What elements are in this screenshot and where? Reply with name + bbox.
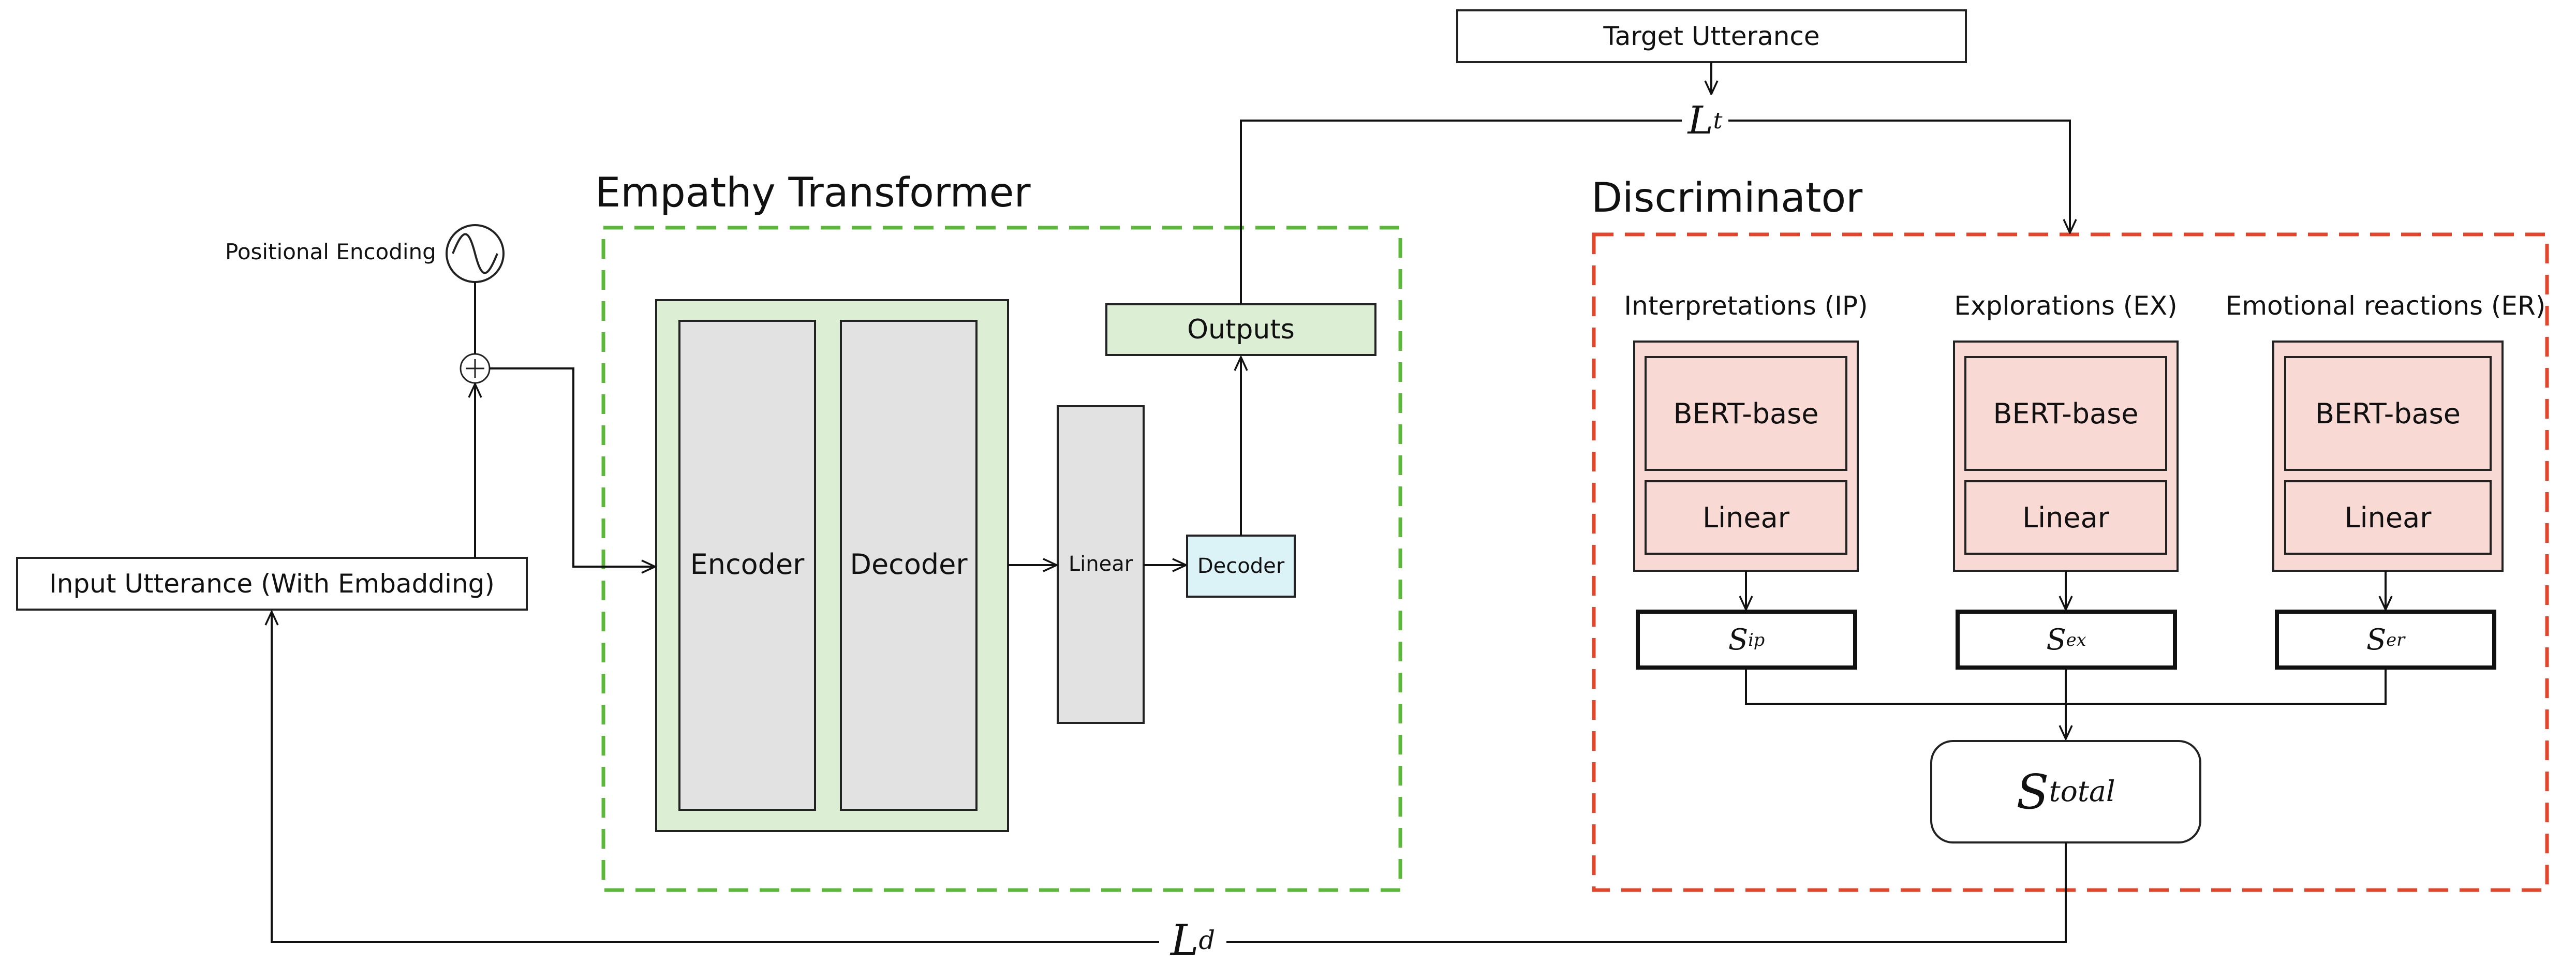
ex-branch-title: Explorations (EX) <box>1954 291 2178 321</box>
discriminator-title: Discriminator <box>1591 175 1863 221</box>
ip-branch-title: Interpretations (IP) <box>1624 291 1868 321</box>
input-utterance-label: Input Utterance (With Embadding) <box>17 558 527 610</box>
encoder-label: Encoder <box>690 547 805 581</box>
decoder-label: Decoder <box>850 547 968 581</box>
discriminator-frame <box>1592 232 2549 892</box>
decoder-block <box>840 320 978 811</box>
linear-block <box>1057 405 1145 724</box>
s-ex-symbol: S <box>2046 623 2066 657</box>
outputs-block <box>1105 303 1376 356</box>
s-ex-subscript: ex <box>2066 629 2086 650</box>
er-branch-title: Emotional reactions (ER) <box>2225 291 2546 321</box>
ex-bert-block <box>1964 356 2167 471</box>
ip-bert-block <box>1645 356 1847 471</box>
loss-t-symbol: L <box>1687 98 1713 143</box>
s-total-subscript: total <box>2049 775 2115 808</box>
linear-label: Linear <box>1068 552 1133 576</box>
small-decoder-label: Decoder <box>1197 554 1285 578</box>
s-total-symbol: S <box>2016 764 2049 820</box>
ex-bert-label: BERT-base <box>1993 397 2139 430</box>
s-er-subscript: er <box>2386 629 2405 650</box>
input-utterance-box <box>16 557 528 611</box>
ip-linear-label: Linear <box>1702 501 1789 534</box>
ip-bert-label: BERT-base <box>1673 397 1819 430</box>
er-bert-block <box>2284 356 2492 471</box>
target-utterance-box <box>1456 9 1967 63</box>
ex-linear-label: Linear <box>2022 501 2109 534</box>
input-utterance-text: Input Utterance (With Embadding) <box>49 569 495 599</box>
ip-linear-block <box>1645 480 1847 555</box>
loss-d-symbol: L <box>1171 915 1199 965</box>
target-utterance-text: Target Utterance <box>1603 21 1820 51</box>
s-ip-subscript: ip <box>1748 629 1765 650</box>
er-bert-label: BERT-base <box>2315 397 2461 430</box>
loss-d-subscript: d <box>1198 925 1215 955</box>
outputs-label: Outputs <box>1187 314 1295 345</box>
ex-linear-block <box>1964 480 2167 555</box>
er-linear-block <box>2284 480 2492 555</box>
s-ip-symbol: S <box>1728 623 1749 657</box>
s-er-symbol: S <box>2366 623 2387 657</box>
empathy-transformer-frame <box>601 226 1402 892</box>
empathy-transformer-title: Empathy Transformer <box>595 170 1031 216</box>
er-linear-label: Linear <box>2344 501 2432 534</box>
s-ex-box <box>1956 610 2177 670</box>
positional-encoding-label: Positional Encoding <box>225 239 436 264</box>
target-utterance-label: Target Utterance <box>1457 10 1966 62</box>
loss-t-subscript: t <box>1713 107 1723 134</box>
encoder-block <box>678 320 816 811</box>
